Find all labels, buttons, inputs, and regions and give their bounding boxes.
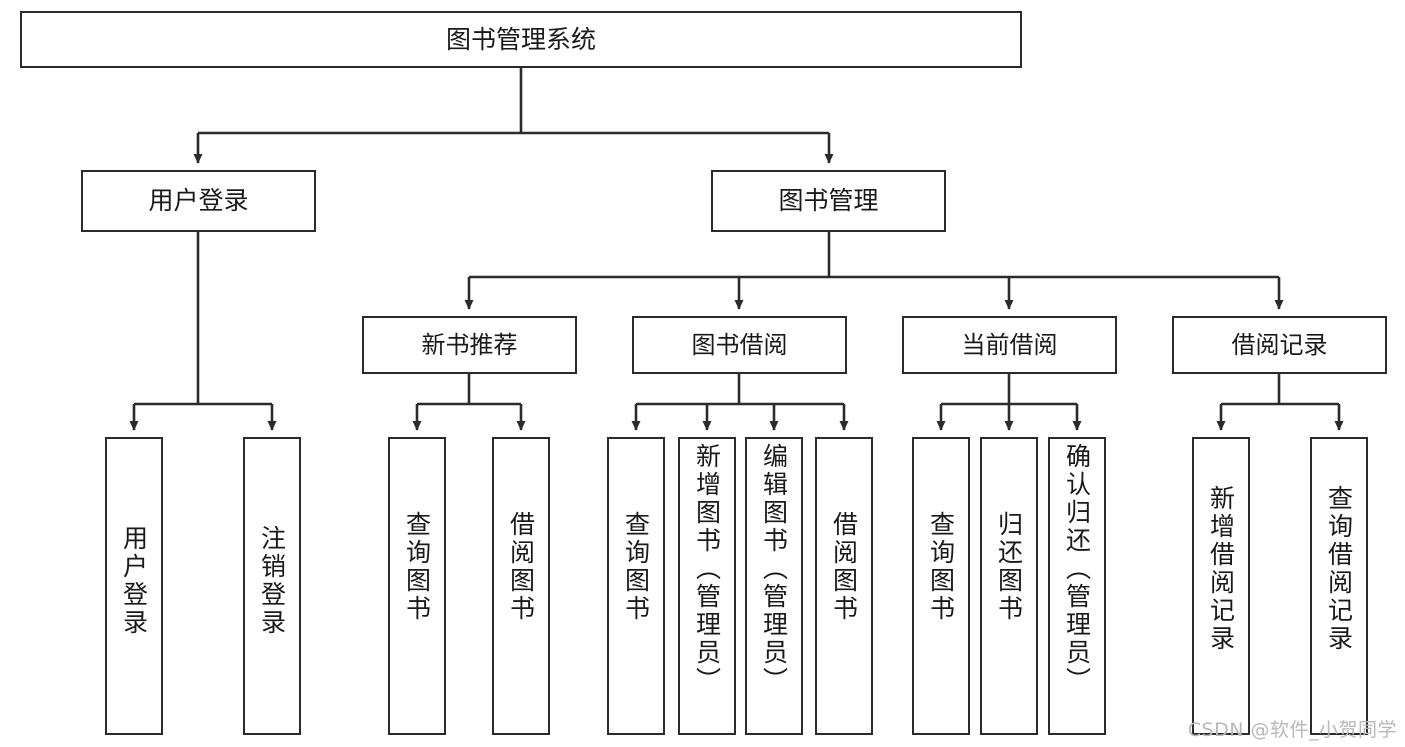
leaf-borrow-book-bb[interactable]: 借阅图书	[815, 437, 873, 735]
node-book-borrowing[interactable]: 图书借阅	[632, 316, 847, 374]
node-new-book-recommendation[interactable]: 新书推荐	[362, 316, 577, 374]
node-label: 注销登录	[257, 525, 287, 637]
node-label: 借阅图书	[506, 511, 536, 623]
node-label: 查询图书	[621, 511, 651, 623]
leaf-logout[interactable]: 注销登录	[243, 437, 301, 735]
node-current-borrowing[interactable]: 当前借阅	[902, 316, 1117, 374]
node-label: 借阅图书	[829, 511, 859, 623]
node-label: 归还图书	[994, 511, 1024, 623]
leaf-borrow-book-nbr[interactable]: 借阅图书	[492, 437, 550, 735]
node-label: 借阅记录	[1231, 330, 1328, 359]
node-label: 用户登录	[119, 525, 149, 637]
node-label: 查询借阅记录	[1324, 485, 1354, 653]
leaf-query-book-bb[interactable]: 查询图书	[607, 437, 665, 735]
leaf-edit-book-admin[interactable]: 编辑图书（管理员）	[745, 437, 803, 735]
leaf-query-borrow-record[interactable]: 查询借阅记录	[1310, 437, 1368, 735]
leaf-return-book[interactable]: 归还图书	[980, 437, 1038, 735]
node-label: 新增图书（管理员）	[692, 443, 722, 695]
node-label: 查询图书	[926, 511, 956, 623]
leaf-query-book-cb[interactable]: 查询图书	[912, 437, 970, 735]
node-borrowing-record[interactable]: 借阅记录	[1172, 316, 1387, 374]
node-label: 编辑图书（管理员）	[759, 443, 789, 695]
node-book-management[interactable]: 图书管理	[711, 170, 946, 232]
node-label: 用户登录	[148, 186, 249, 216]
node-label: 图书管理系统	[445, 24, 596, 54]
node-book-management-system[interactable]: 图书管理系统	[20, 11, 1022, 68]
leaf-user-login[interactable]: 用户登录	[105, 437, 163, 735]
node-label: 确认归还（管理员）	[1062, 443, 1092, 695]
leaf-confirm-return-admin[interactable]: 确认归还（管理员）	[1048, 437, 1106, 735]
node-label: 当前借阅	[961, 330, 1058, 359]
leaf-query-book-nbr[interactable]: 查询图书	[388, 437, 446, 735]
node-label: 新增借阅记录	[1206, 485, 1236, 653]
leaf-add-borrow-record[interactable]: 新增借阅记录	[1192, 437, 1250, 735]
node-label: 查询图书	[402, 511, 432, 623]
node-user-login[interactable]: 用户登录	[81, 170, 316, 232]
node-label: 图书借阅	[691, 330, 788, 359]
leaf-add-book-admin[interactable]: 新增图书（管理员）	[678, 437, 736, 735]
node-label: 图书管理	[778, 186, 879, 216]
node-label: 新书推荐	[421, 330, 518, 359]
